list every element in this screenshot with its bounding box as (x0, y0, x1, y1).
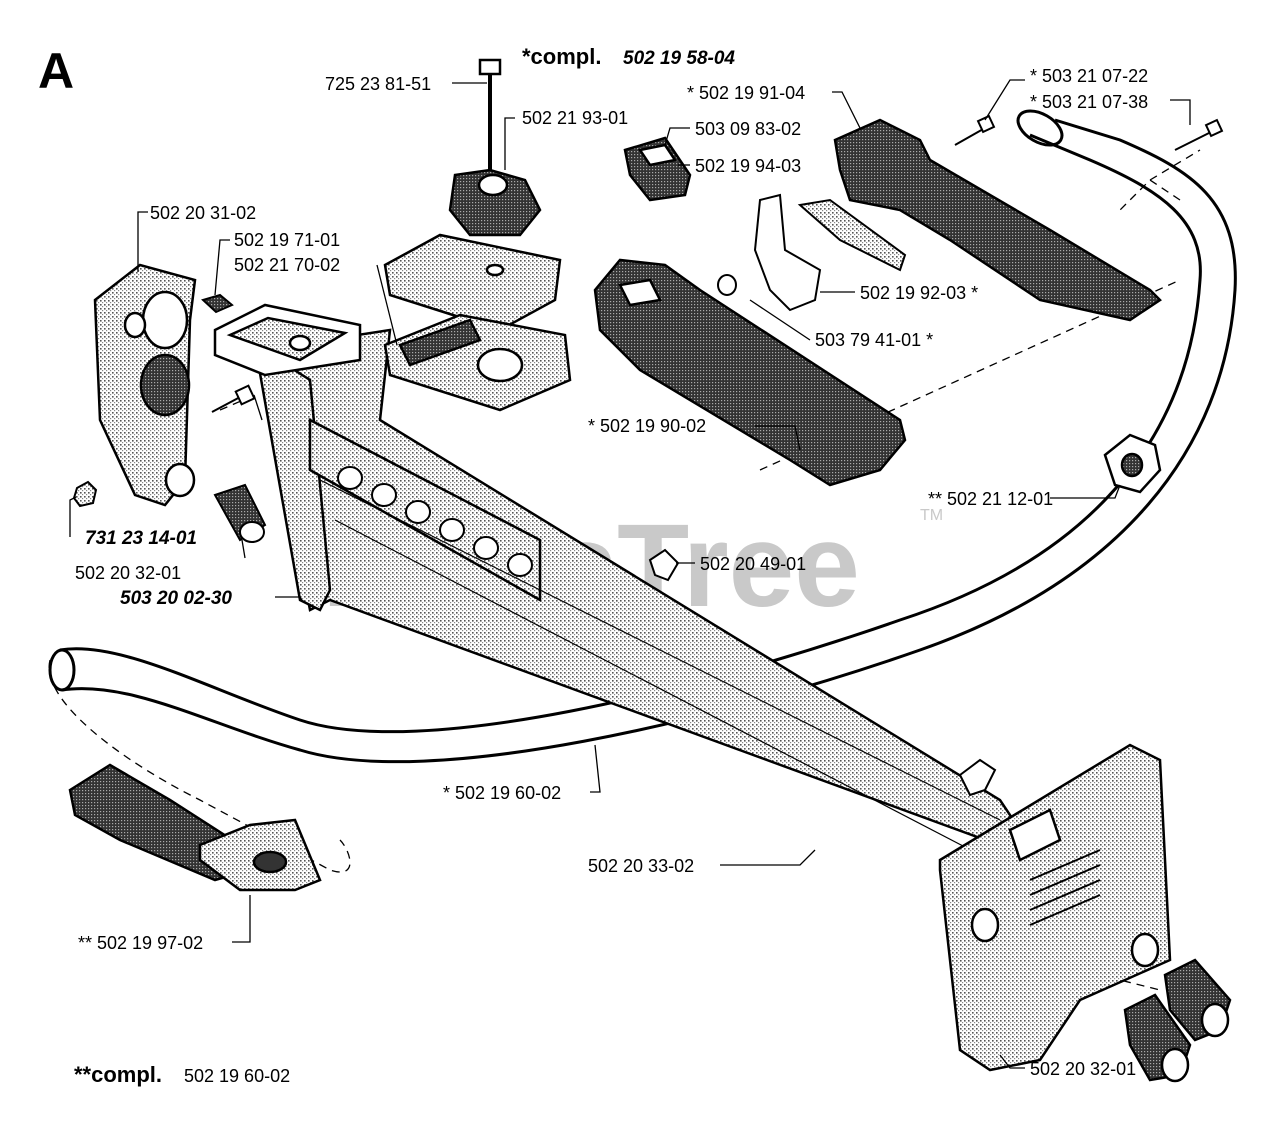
side-plate (93, 263, 197, 507)
part-label: * 502 19 60-02 (443, 783, 561, 803)
part-label: 502 20 33-02 (588, 856, 694, 876)
header-prefix: *compl. (522, 44, 601, 69)
watermark-trademark: TM (920, 507, 943, 524)
part-label: 502 20 49-01 (700, 554, 806, 574)
part-labels: 725 23 81-51 502 21 93-01 503 09 83-02 5… (75, 66, 1148, 1079)
clamp-ring-part (1103, 433, 1162, 494)
part-label: 502 21 93-01 (522, 108, 628, 128)
leader-lines (69, 79, 1191, 1069)
part-label: 502 20 32-01 (1030, 1059, 1136, 1079)
switch-part (623, 136, 692, 202)
part-label: 502 19 71-01 (234, 230, 340, 250)
header-title: *compl. 502 19 58-04 (522, 44, 735, 69)
part-label: * 502 19 90-02 (588, 416, 706, 436)
screw-part (211, 384, 256, 413)
section-letter: A (38, 43, 74, 99)
footer-note: **compl. 502 19 60-02 (74, 1062, 290, 1087)
footer-prefix: **compl. (74, 1062, 162, 1087)
part-label: * 502 19 91-04 (687, 83, 805, 103)
part-label: 503 09 83-02 (695, 119, 801, 139)
small-clip-part (648, 548, 680, 582)
footer-number: 502 19 60-02 (184, 1066, 290, 1086)
clip-part (958, 758, 997, 797)
part-label: 731 23 14-01 (85, 528, 197, 549)
part-label: 503 79 41-01 * (815, 330, 933, 350)
part-label: ** 502 19 97-02 (78, 933, 203, 953)
plug-part (213, 483, 267, 543)
part-label: 502 20 32-01 (75, 563, 181, 583)
part-label: 503 20 02-30 (120, 588, 232, 609)
clamp-assembly (383, 58, 572, 412)
part-label: 502 21 70-02 (234, 255, 340, 275)
end-caps (1123, 958, 1232, 1083)
part-label: * 503 21 07-22 (1030, 66, 1148, 86)
boom-bracket (213, 303, 1172, 1072)
square-nut-part (201, 293, 234, 314)
screws-right (954, 114, 1224, 151)
part-label: 502 20 31-02 (150, 203, 256, 223)
trigger-part (717, 193, 907, 312)
handlebar-tube (48, 109, 1237, 764)
grip-handle (68, 763, 322, 892)
part-label: 502 19 92-03 * (860, 283, 978, 303)
part-label: ** 502 21 12-01 (928, 489, 1053, 509)
part-label: 502 19 94-03 (695, 156, 801, 176)
header-number: 502 19 58-04 (623, 48, 735, 69)
handle-lower (593, 258, 907, 487)
part-label: 725 23 81-51 (325, 74, 431, 94)
part-label: * 503 21 07-38 (1030, 92, 1148, 112)
nut-part (72, 480, 98, 508)
handle-upper (833, 118, 1162, 322)
